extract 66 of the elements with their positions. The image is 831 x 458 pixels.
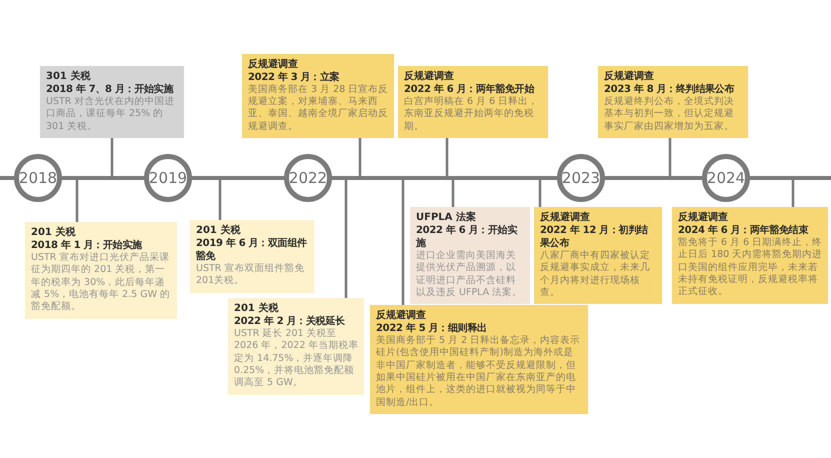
category-label: 反规避调查 [604,70,654,82]
timeline-line [191,176,285,180]
event-card [242,54,394,138]
date-heading: 2022 年 6 月：开始实施 [416,225,518,249]
date-heading: 2024 年 6 月：两年豁免结束 [678,225,808,236]
event-description: USTR 延长 201 关税至 2026 年，2022 年当期税率定为 14.75%，并逐年调降 0.25%，并将电池豁免配额调高至 5 GW。 [234,328,358,388]
leader-line [76,178,78,222]
leader-line [402,178,404,305]
event-card [398,66,548,138]
leader-line [218,178,222,220]
event-description: USTR 宣布双面组件豁免 201关税。 [196,263,304,286]
category-label: 301 关税 [46,70,90,82]
event-card [40,66,184,138]
year-label: 2023 [562,169,600,187]
event-description: 白宫声明稿在 6 月 6 日释出，东南亚反规避开始两年的免税期。 [404,96,538,132]
date-heading: 2018 年 1 月：开始实施 [31,240,142,251]
category-label: UFPLA 法案 [416,212,476,223]
event-card [25,222,177,319]
timeline-line [604,176,703,180]
timeline-line [749,176,831,180]
date-heading: 2022 年 6 月：两年豁免开始 [404,84,534,95]
leader-line [452,178,454,207]
category-label: 反规避调查 [404,70,454,82]
timeline-line [61,176,145,180]
event-card [672,207,828,304]
event-description: 美国商务部在 3 月 28 日宣布反规避立案，对柬埔寨、马来西亚、泰国、越南全境厂家启动反规避调查。 [248,84,388,132]
timeline-line [331,176,558,180]
event-description: USTR 宣布对进口光伏产品采课征为期四年的 201 关税，第一年的税率为 30%，此后每年递减 5%，电池有每年 2.5 GW 的豁免配额。 [31,252,170,312]
date-heading: 2019 年 6 月：双面组件豁免 [196,238,307,262]
event-description: USTR 对含光伏在内的中国进口商品，课征每年 25% 的 301 关税。 [46,96,174,132]
date-heading: 2022 年 5 月：细则释出 [376,323,487,334]
leader-line [344,178,348,298]
leader-line [668,138,672,178]
event-card [410,207,530,304]
event-description: 反规避终判公布，全境式判决基本与初判一致，但认定规避事实厂家由四家增加为五家。 [604,96,734,132]
timeline-line [0,176,15,180]
year-label: 2019 [148,169,188,187]
category-label: 反规避调查 [678,212,728,223]
category-label: 反规避调查 [376,310,426,321]
category-label: 201 关税 [196,225,240,236]
event-card [534,207,662,304]
event-card [598,66,748,138]
date-heading: 2022 年 12 月：初判结果公布 [540,225,648,249]
event-card [228,298,364,395]
year-label: 2022 [288,169,328,187]
event-description: 进口企业需向美国海关提供光伏产品溯源，以证明进口产品不含硅料以及违反 UFPLA 法案。 [416,250,522,298]
date-heading: 2018 年 7、8 月：开始实施 [46,84,174,95]
category-label: 201 关税 [234,303,278,314]
leader-line [110,138,114,178]
leader-line [358,138,362,178]
leader-line [446,138,448,178]
category-label: 反规避调查 [540,212,590,223]
leader-line [792,178,794,207]
date-heading: 2023 年 8 月：终判结果公布 [604,84,734,95]
event-card [370,305,588,414]
leader-line [538,178,542,207]
category-label: 反规避调查 [248,58,298,70]
date-heading: 2022 年 2 月：关税延长 [234,316,345,327]
event-description: 豁免将于 6 月 6 日期满终止，终止日后 180 天内需将豁免期内进口美国的组件应用完毕，未来若未持有免税证明，反规避税率将正式征收。 [678,237,822,298]
event-description: 八家厂商中有四家被认定反规避事实成立，未来几个月内将对进行现场核查。 [540,250,650,298]
event-card [190,220,314,293]
event-description: 美国商务部于 5 月 2 日释出备忘录，内容表示硅片(包含使用中国硅料产制)制造为海外或是非中国厂家制造者，能够不受反规避限制，但如果中国硅片被用在中国厂家在东南亚产的电池片，组件上，这类的进口就被视为同等于中国制造/出口。 [376,335,580,408]
category-label: 201 关税 [31,227,76,238]
date-heading: 2022 年 3 月：立案 [248,72,340,83]
year-label: 2018 [18,169,58,187]
year-label: 2024 [706,169,746,187]
